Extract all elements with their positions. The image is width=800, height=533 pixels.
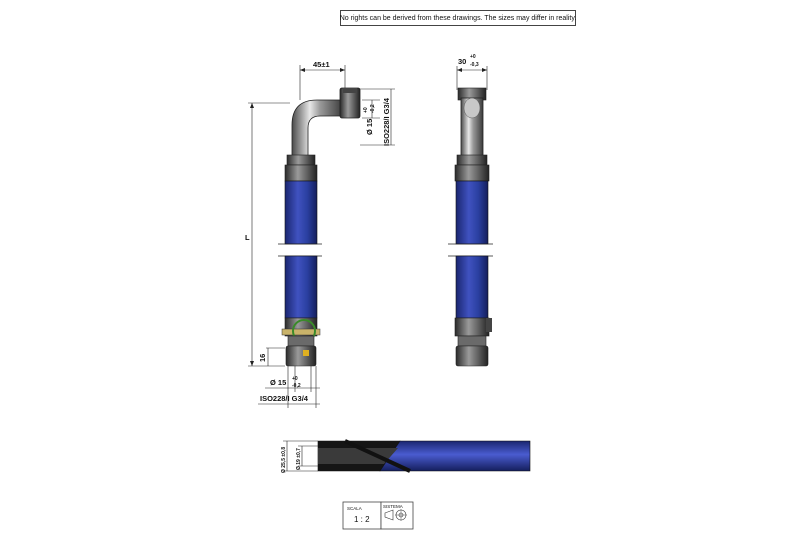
bottom-diameter-label: Ø 15 (270, 378, 286, 387)
top-diameter-group: Ø 15 +0 -0,2 (363, 104, 376, 135)
length-label: L (245, 233, 250, 242)
title-block (342, 501, 414, 530)
top-nut-cap (343, 88, 357, 93)
scale-box (342, 501, 382, 530)
bottom-thread-label: ISO228/I G3/4 (260, 394, 309, 403)
bottom-nut-marker (303, 350, 309, 356)
top-diameter-tol-minus: -0,2 (370, 104, 376, 113)
elbow-offset-label: 45±1 (313, 60, 330, 69)
hose-upper (284, 180, 318, 245)
outer-diameter-label: Ø 25,5 ±0,8 (281, 447, 287, 473)
projection-icon (384, 509, 394, 521)
front-dimensions (248, 65, 395, 408)
side-width-label: 30 (458, 57, 466, 66)
hose-section-inner (318, 448, 398, 464)
hose-lower (284, 255, 318, 319)
top-diameter-tol-plus: +0 (363, 107, 369, 113)
side-lower-collar (454, 317, 490, 337)
side-view (448, 87, 493, 367)
top-diameter-label: Ø 15 (365, 119, 374, 135)
upper-collar-1 (286, 154, 316, 166)
side-elbow-highlight (463, 97, 481, 119)
side-bottom-nut (455, 345, 489, 367)
hose-section-dimensions (283, 440, 318, 472)
front-view (278, 87, 361, 367)
bottom-nut (285, 345, 317, 367)
bottom-nut-top (287, 335, 315, 347)
hose-section (317, 439, 531, 473)
side-hose-upper (455, 180, 489, 245)
top-thread-label: ISO228/I G3/4 (382, 97, 391, 146)
side-hose-lower (455, 255, 489, 319)
side-collar-1 (456, 154, 488, 166)
front-arrows (250, 68, 345, 366)
system-label: SISTEMA (383, 504, 403, 509)
scale-value: 1 : 2 (354, 515, 370, 524)
bottom-height-label: 16 (258, 354, 267, 362)
disclaimer-box: No rights can be derived from these draw… (340, 10, 576, 26)
elbow-pipe (291, 99, 344, 161)
side-collar-2 (454, 164, 490, 182)
bottom-diameter-tol-minus: -0,2 (292, 383, 301, 389)
upper-collar-2 (284, 164, 318, 182)
side-clamp-screw (486, 318, 492, 332)
side-width-tol-minus: -0,3 (470, 62, 479, 68)
bottom-diameter-tol-plus: +0 (292, 376, 298, 382)
scale-label: SCALA (347, 506, 362, 511)
side-bottom-nut-top (457, 335, 487, 347)
side-width-tol-plus: +0 (470, 54, 476, 60)
inner-diameter-label: Ø 19 ±0,7 (296, 448, 302, 470)
hose-section-cut (344, 439, 411, 473)
clamp-band (281, 328, 321, 336)
system-box (380, 501, 414, 530)
